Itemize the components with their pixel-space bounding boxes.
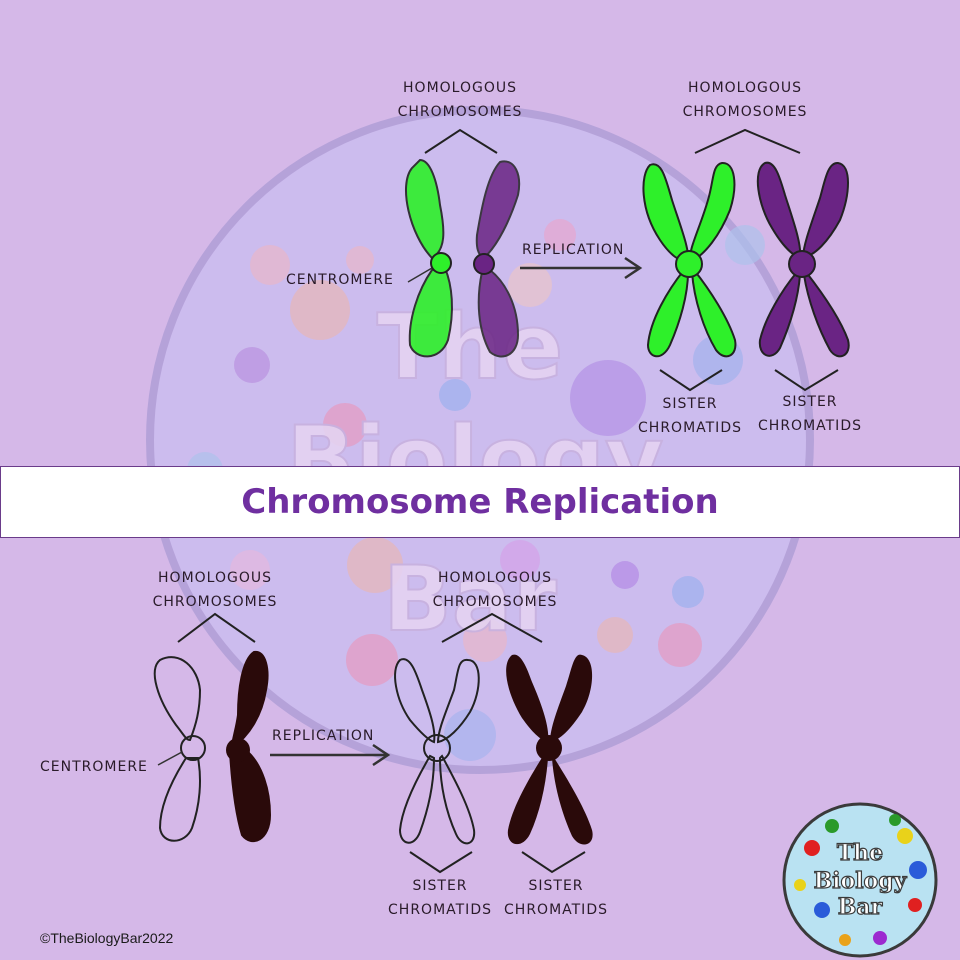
outline-chromosome-unreplicated xyxy=(153,656,206,842)
copyright-text: ©TheBiologyBar2022 xyxy=(40,930,174,946)
dark-chromosome-replicated xyxy=(506,654,593,845)
watermark-word: The xyxy=(377,295,564,400)
label-centromere-bottom: CENTROMERE xyxy=(40,759,148,775)
logo-word: The xyxy=(837,840,883,866)
outline-chromosome-replicated xyxy=(394,658,480,845)
replication-arrow-bottom xyxy=(270,743,391,767)
green-chromosome-unreplicated xyxy=(405,158,453,358)
centromere-pointer-bottom xyxy=(157,751,183,766)
logo-word: Bar xyxy=(838,894,883,920)
bracket-sister-bottom-left xyxy=(409,851,473,874)
purple-chromosome-replicated xyxy=(756,161,850,358)
bracket-sister-bottom-right xyxy=(521,851,586,874)
bracket-homologous-bottom-right xyxy=(441,612,543,643)
bracket-homologous-bottom-left xyxy=(177,612,256,643)
dark-chromosome-unreplicated xyxy=(226,650,272,842)
purple-chromosome-unreplicated xyxy=(473,160,520,358)
bracket-sister-top-left xyxy=(659,369,723,392)
replication-arrow-top xyxy=(520,256,643,280)
centromere-pointer-top xyxy=(407,267,433,283)
watermark: The Biology Bar xyxy=(146,106,814,774)
label-replication-bottom: REPLICATION xyxy=(272,728,375,744)
label-replication-top: REPLICATION xyxy=(522,242,625,258)
page-title: Chromosome Replication xyxy=(241,482,719,522)
bracket-homologous-top-right xyxy=(694,128,801,154)
bracket-homologous-top-left xyxy=(424,128,498,154)
bracket-sister-top-right xyxy=(774,369,839,392)
green-chromosome-replicated xyxy=(642,161,737,358)
title-banner: Chromosome Replication xyxy=(0,466,960,538)
biology-bar-logo: The Biology Bar xyxy=(782,802,938,958)
logo-word: Biology xyxy=(814,868,908,894)
label-centromere-top: CENTROMERE xyxy=(286,272,394,288)
